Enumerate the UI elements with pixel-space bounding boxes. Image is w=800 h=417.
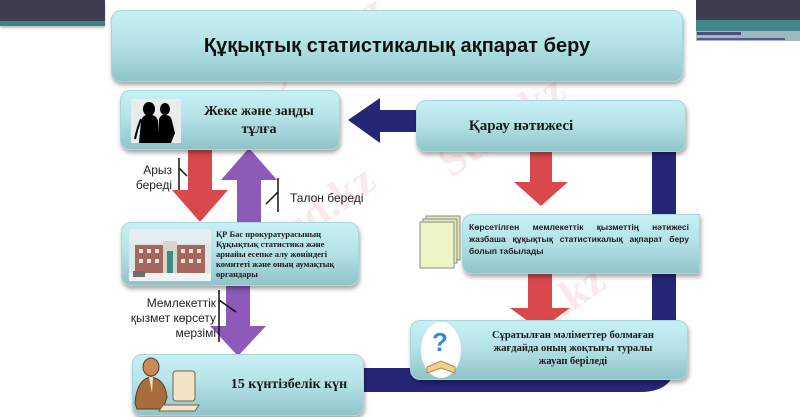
edge-label-gives-ticket: Талон береді — [290, 191, 364, 205]
documents-stack-icon — [419, 215, 461, 269]
authority-label: ҚР Бас прокуратурасының Құқықтық статист… — [216, 229, 334, 279]
authority-label-line: органдары — [216, 269, 258, 279]
header-bar-right — [696, 0, 800, 20]
applicant-label-line2: тұлға — [241, 122, 277, 137]
authority-label-line: Құқықтық статистика және — [216, 239, 325, 249]
header-bar-line — [697, 38, 785, 40]
no-data-label: Сұратылған мәліметтер болмаған жағдайда … — [465, 329, 681, 368]
edge-label-line: Арыз — [143, 163, 172, 177]
authority-label-line: комитеті және оның аумақтық — [216, 259, 335, 269]
red-arrow-down-1 — [172, 148, 228, 222]
deadline-node: 15 күнтізбелік күн — [132, 354, 364, 416]
deadline-label: 15 күнтізбелік күн — [230, 377, 348, 392]
authority-label-line: ҚР Бас прокуратурасының — [216, 229, 322, 239]
page-title: Құқықтық статистикалық ақпарат беру — [203, 34, 591, 57]
header-bar-left — [0, 0, 105, 26]
no-data-node: ? Сұратылған мәліметтер болмаған жағдайд… — [410, 320, 688, 380]
no-data-label-line: жағдайда оның жоқтығы туралы — [493, 343, 653, 354]
applicant-node: Жеке және заңды тұлға — [120, 90, 340, 150]
review-result-label: Қарау нәтижесі — [468, 117, 574, 134]
callout-line — [265, 178, 279, 212]
edge-label-service-period: Мемлекеттік қызмет көрсету мерзімі — [130, 296, 216, 341]
result-doc-node: Көрсетілген мемлекеттік қызметтің нәтиже… — [462, 214, 700, 274]
edge-label-line: Мемлекеттік — [146, 296, 216, 310]
people-silhouette-icon — [131, 99, 181, 143]
header-bar-line — [697, 32, 741, 35]
authority-label-line: арнайы есепке алу жөніндегі — [216, 249, 328, 259]
edge-label-line: береді — [135, 178, 172, 192]
header-bar-right-teal — [696, 20, 800, 31]
svg-text:?: ? — [432, 327, 448, 357]
authority-node: ҚР Бас прокуратурасының Құқықтық статист… — [121, 222, 359, 286]
callout-line — [218, 290, 237, 342]
office-worker-icon — [134, 357, 200, 412]
edge-label-line: мерзімі — [175, 326, 216, 340]
purple-arrow-down-2 — [210, 286, 266, 356]
edge-label-submits-application: Арыз береді — [130, 163, 172, 193]
red-arrow-down-4 — [510, 272, 570, 330]
result-doc-text: Көрсетілген мемлекеттік қызметтің нәтиже… — [469, 222, 689, 256]
review-result-node: Қарау нәтижесі — [416, 100, 686, 152]
callout-line — [178, 158, 188, 190]
title-box: Құқықтық статистикалық ақпарат беру — [111, 10, 683, 82]
edge-label-line: қызмет көрсету — [130, 311, 216, 325]
no-data-label-line: Сұратылған мәліметтер болмаған — [492, 330, 654, 341]
question-book-icon: ? — [421, 322, 461, 378]
no-data-label-line: жауап беріледі — [538, 356, 608, 367]
building-photo-icon — [129, 229, 211, 281]
applicant-label-line1: Жеке және заңды — [204, 104, 314, 119]
header-bar-right-light — [696, 31, 800, 41]
red-arrow-down-3 — [514, 148, 568, 206]
purple-arrow-up-1 — [221, 148, 277, 224]
